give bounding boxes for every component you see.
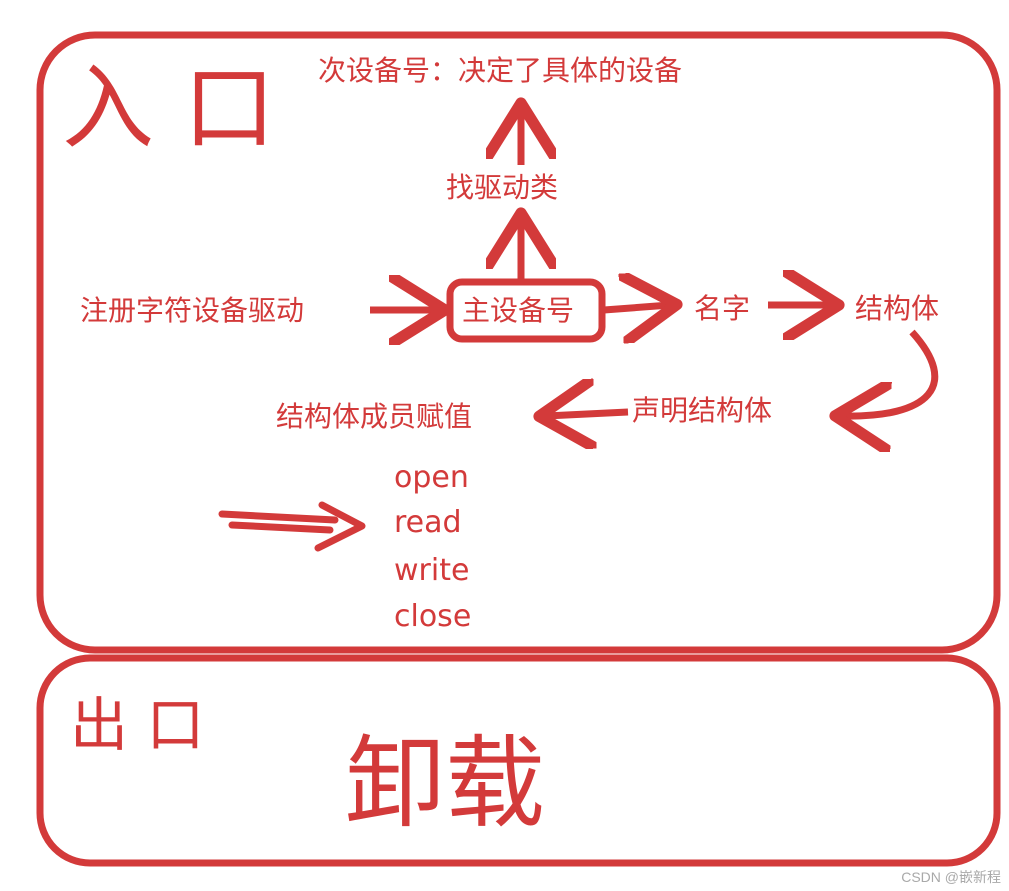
- major-number-label: 主设备号: [462, 294, 574, 327]
- register-label: 注册字符设备驱动: [80, 294, 304, 327]
- struct-label: 结构体: [855, 292, 939, 325]
- major-number-box: [446, 278, 606, 343]
- find-driver-label: 找驱动类: [446, 171, 558, 204]
- assign-members-label: 结构体成员赋值: [276, 400, 472, 433]
- arrow-to-ops: [218, 501, 366, 552]
- minor-number-label: 次设备号：决定了具体的设备: [318, 54, 682, 87]
- op-write: write: [394, 553, 469, 588]
- exit-title: 出 口: [70, 691, 204, 759]
- exit-box: [36, 654, 1001, 867]
- declare-struct-label: 声明结构体: [632, 394, 772, 427]
- op-open: open: [394, 460, 469, 495]
- watermark: CSDN @嵌新程: [901, 869, 1001, 885]
- unload-label: 卸载: [345, 725, 545, 842]
- arrow-major-to-name: [603, 305, 670, 310]
- arrow-struct-to-declare: [842, 329, 939, 416]
- entry-box: [36, 31, 1001, 654]
- op-close: close: [394, 599, 471, 634]
- name-label: 名字: [694, 292, 750, 325]
- op-read: read: [394, 505, 462, 540]
- arrow-declare-to-assign: [546, 412, 629, 416]
- entry-title: 入 口: [62, 55, 275, 162]
